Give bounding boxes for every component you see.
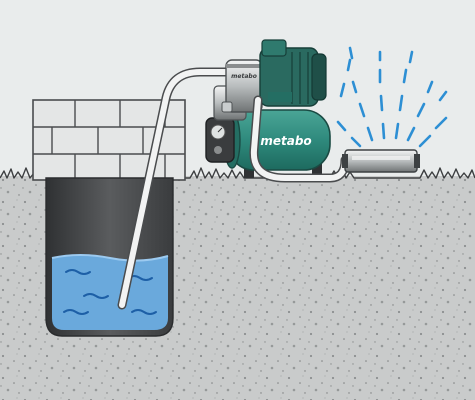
pump-small-brand-label: metabo bbox=[231, 73, 257, 80]
pump-housing: metabo bbox=[213, 59, 263, 121]
well-water bbox=[51, 254, 169, 330]
sprinkler-icon bbox=[342, 149, 420, 173]
grass-icon bbox=[0, 167, 475, 179]
water-spray bbox=[336, 46, 448, 148]
pressure-gauge bbox=[205, 117, 235, 163]
suction-hose bbox=[117, 67, 230, 310]
discharge-hose bbox=[249, 95, 350, 183]
garden-pump: metabo metabo bbox=[205, 39, 331, 178]
pump-brand-label: metabo bbox=[260, 134, 311, 148]
pump-motor bbox=[259, 39, 327, 107]
